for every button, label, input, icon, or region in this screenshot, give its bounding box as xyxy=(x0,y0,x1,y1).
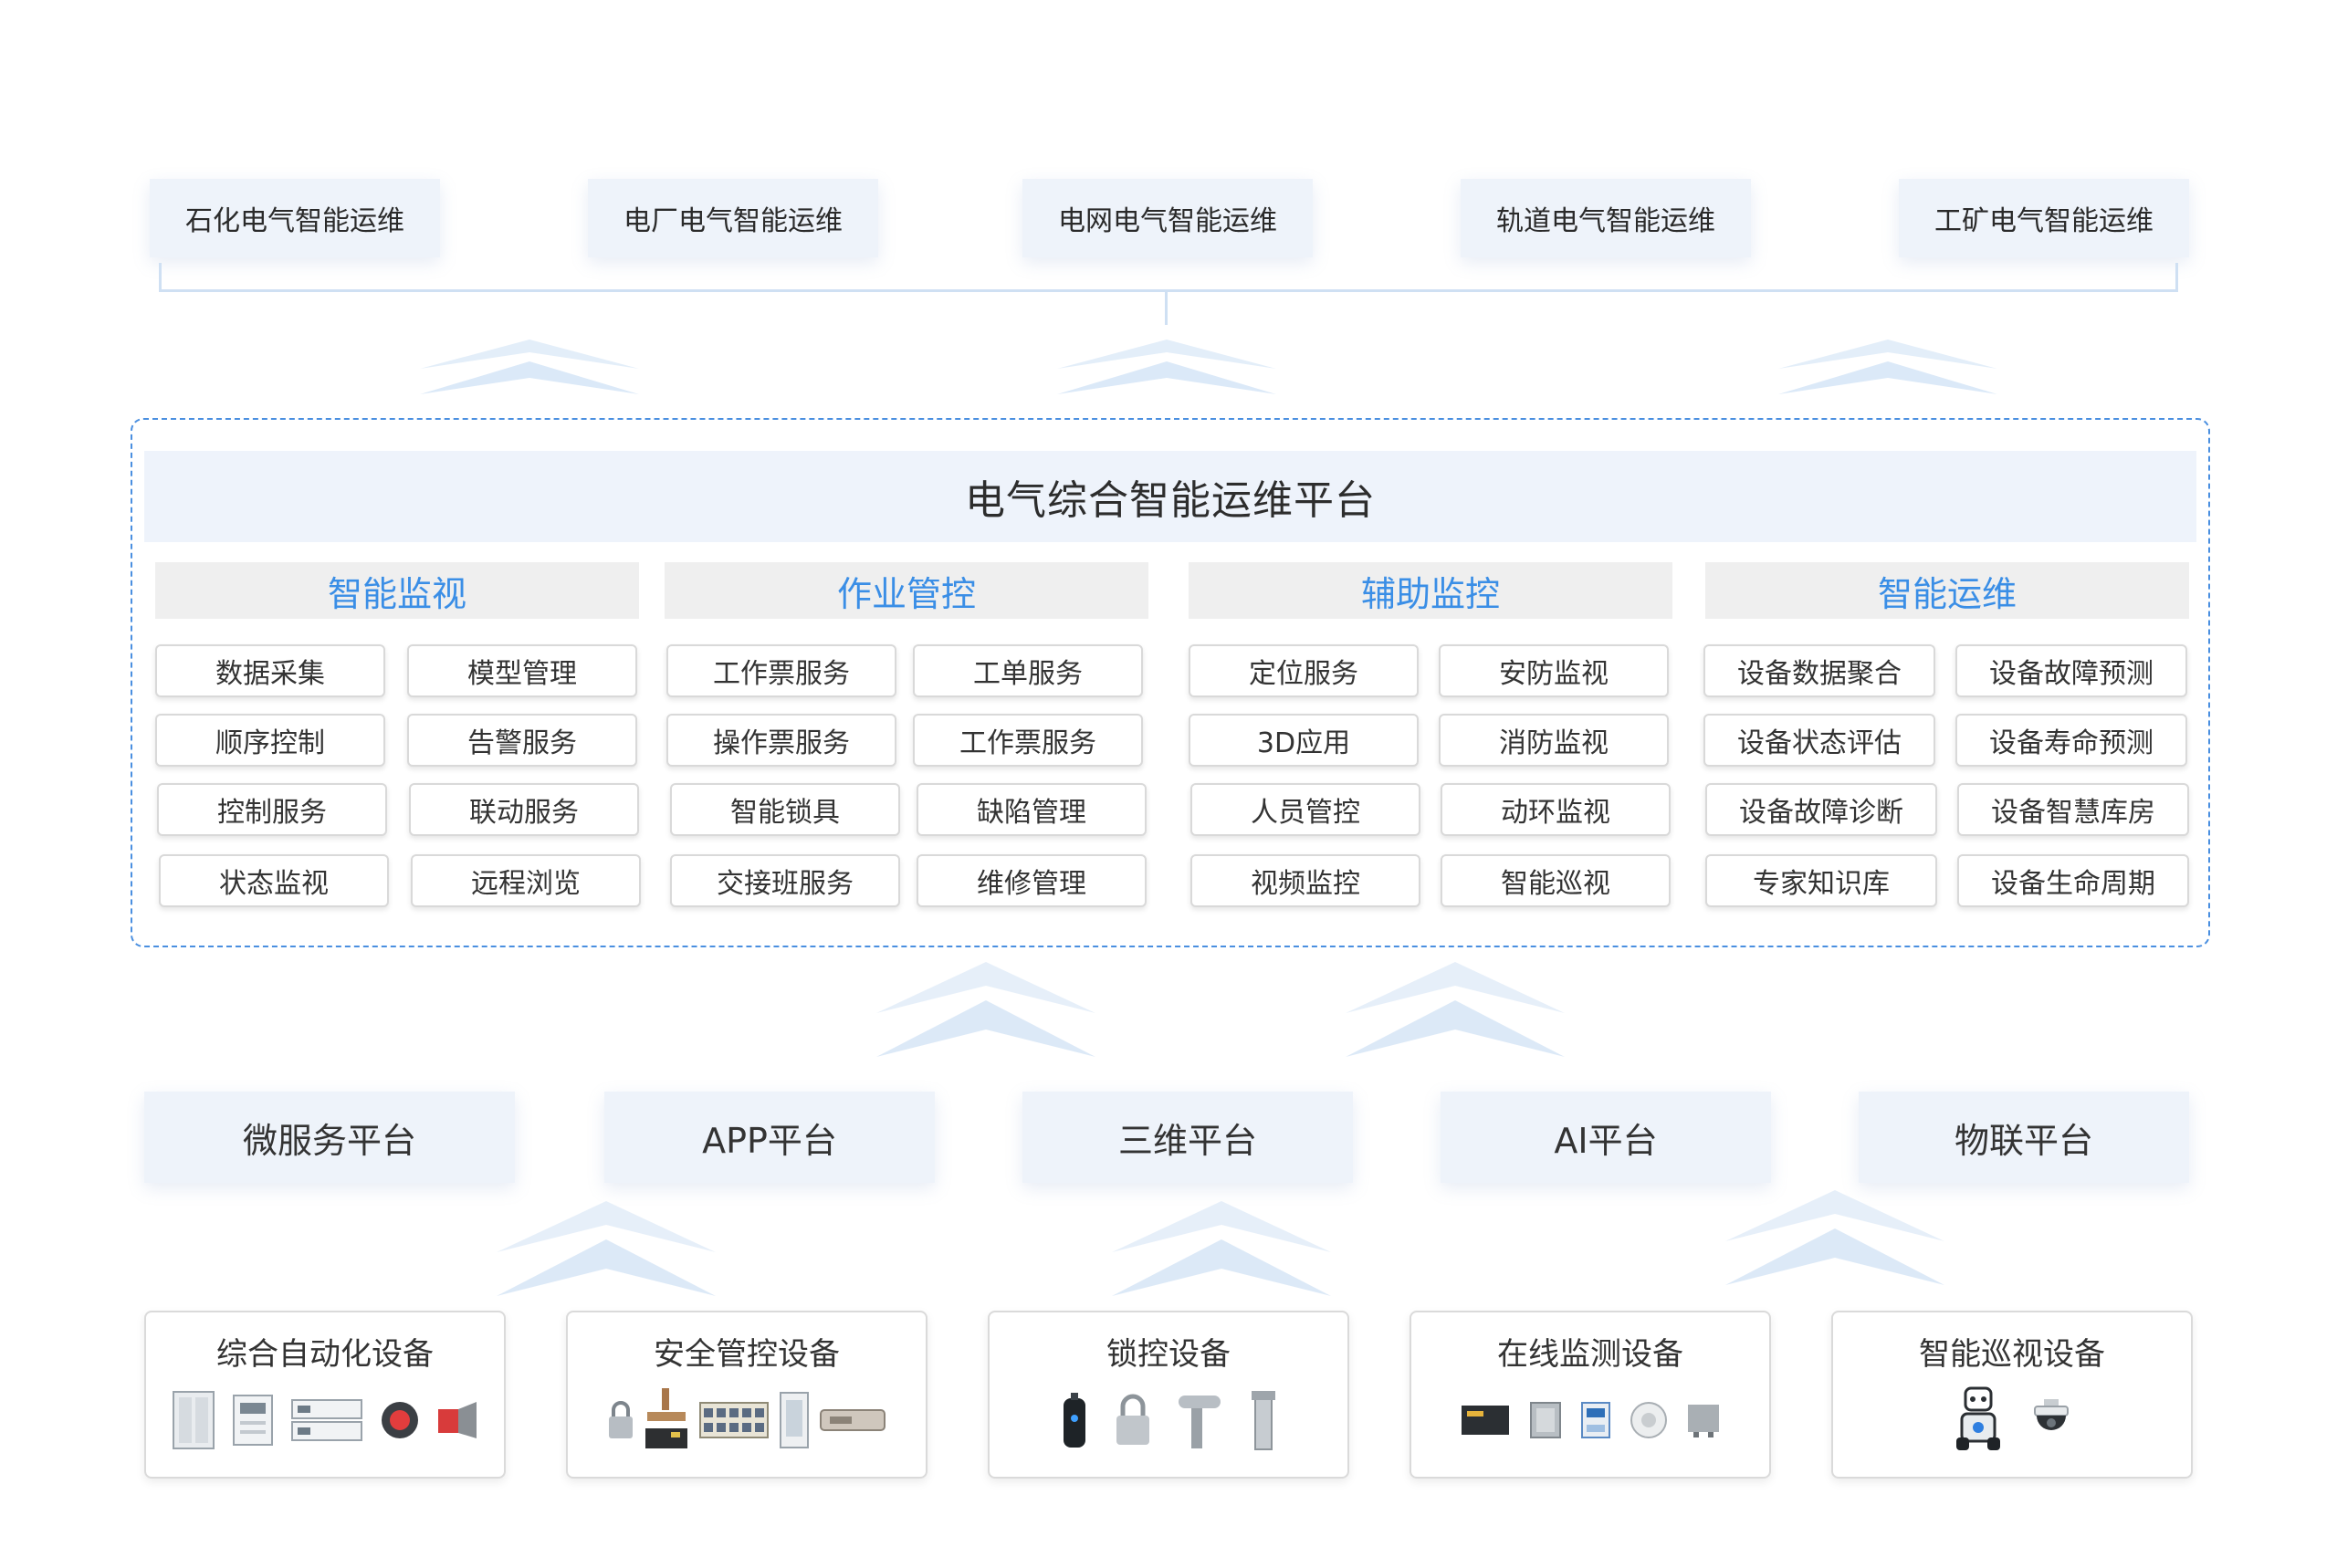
controller-icon xyxy=(820,1409,886,1431)
app-mining[interactable]: 工矿电气智能运维 xyxy=(1899,179,2189,257)
up-chevron-icon xyxy=(876,958,1095,1059)
service-cell[interactable]: 3D应用 xyxy=(1189,714,1419,767)
horn-icon xyxy=(438,1402,477,1438)
service-cell[interactable]: 设备数据聚合 xyxy=(1703,644,1935,697)
app-power-grid[interactable]: 电网电气智能运维 xyxy=(1022,179,1313,257)
up-chevron-icon xyxy=(1346,958,1565,1059)
service-cell[interactable]: 专家知识库 xyxy=(1705,854,1937,907)
service-cell[interactable]: 视频监控 xyxy=(1190,854,1420,907)
service-cell[interactable]: 联动服务 xyxy=(409,783,639,836)
service-cell[interactable]: 智能锁具 xyxy=(670,783,900,836)
service-cell[interactable]: 设备智慧库房 xyxy=(1957,783,2189,836)
service-cell[interactable]: 安防监视 xyxy=(1439,644,1669,697)
device-group-title: 安全管控设备 xyxy=(654,1336,840,1373)
device-group-title: 锁控设备 xyxy=(1106,1336,1231,1373)
service-cell[interactable]: 模型管理 xyxy=(407,644,637,697)
service-cell[interactable]: 消防监视 xyxy=(1439,714,1669,767)
post-lock-icon xyxy=(1252,1391,1275,1450)
app-label: 石化电气智能运维 xyxy=(185,205,404,237)
dome-camera-icon xyxy=(2034,1399,2069,1430)
app-label: 电网电气智能运维 xyxy=(1058,205,1277,237)
column-heading-operations[interactable]: 作业管控 xyxy=(665,562,1148,619)
service-cell[interactable]: 智能巡视 xyxy=(1441,854,1671,907)
padlock-icon xyxy=(609,1401,633,1438)
service-cell[interactable]: 数据采集 xyxy=(155,644,385,697)
device-group-title: 综合自动化设备 xyxy=(216,1336,434,1373)
service-cell[interactable]: 工单服务 xyxy=(913,644,1143,697)
device-group-online-monitoring[interactable]: 在线监测设备 xyxy=(1410,1311,1771,1479)
monitor-unit-icon xyxy=(1688,1405,1719,1437)
service-cell[interactable]: 定位服务 xyxy=(1189,644,1419,697)
up-chevron-icon xyxy=(1725,1186,1944,1287)
relay-panel-icon xyxy=(233,1395,273,1446)
cabinet-icon xyxy=(1530,1402,1561,1438)
padlock-icon xyxy=(1116,1394,1149,1445)
earth-clamp-icon xyxy=(645,1388,687,1448)
device-group-inspection[interactable]: 智能巡视设备 xyxy=(1831,1311,2193,1479)
column-heading-maintenance[interactable]: 智能运维 xyxy=(1705,562,2189,619)
device-group-automation[interactable]: 综合自动化设备 xyxy=(144,1311,506,1479)
platform-ai[interactable]: AI平台 xyxy=(1441,1092,1771,1183)
platform-microservice[interactable]: 微服务平台 xyxy=(144,1092,515,1183)
meter-icon xyxy=(1581,1402,1610,1438)
connector-bracket xyxy=(159,263,2178,292)
connector-stem xyxy=(1165,292,1168,325)
platform-title: 电气综合智能运维平台 xyxy=(144,451,2196,542)
device-group-title: 智能巡视设备 xyxy=(1919,1336,2105,1373)
service-cell[interactable]: 设备生命周期 xyxy=(1957,854,2189,907)
up-chevron-icon xyxy=(1057,332,1276,396)
up-chevron-icon xyxy=(497,1197,716,1298)
service-cell[interactable]: 状态监视 xyxy=(159,854,389,907)
service-cell[interactable]: 交接班服务 xyxy=(670,854,900,907)
service-cell[interactable]: 设备寿命预测 xyxy=(1955,714,2187,767)
service-cell[interactable]: 操作票服务 xyxy=(666,714,896,767)
device-group-title: 在线监测设备 xyxy=(1497,1336,1683,1373)
device-group-lock-control[interactable]: 锁控设备 xyxy=(988,1311,1349,1479)
up-chevron-icon xyxy=(420,332,639,396)
platform-3d[interactable]: 三维平台 xyxy=(1022,1092,1353,1183)
column-heading-auxiliary[interactable]: 辅助监控 xyxy=(1189,562,1672,619)
platform-iot[interactable]: 物联平台 xyxy=(1859,1092,2189,1183)
robot-icon xyxy=(1956,1386,2000,1450)
service-cell[interactable]: 控制服务 xyxy=(157,783,387,836)
service-cell[interactable]: 设备状态评估 xyxy=(1703,714,1935,767)
service-cell[interactable]: 设备故障诊断 xyxy=(1705,783,1937,836)
service-cell[interactable]: 动环监视 xyxy=(1441,783,1671,836)
up-chevron-icon xyxy=(1112,1197,1331,1298)
protection-device-icon xyxy=(291,1399,362,1441)
column-heading-monitoring[interactable]: 智能监视 xyxy=(155,562,639,619)
app-label: 工矿电气智能运维 xyxy=(1934,205,2154,237)
alarm-light-icon xyxy=(382,1402,418,1438)
app-power-plant[interactable]: 电厂电气智能运维 xyxy=(588,179,878,257)
sensor-box-icon xyxy=(1462,1406,1509,1435)
service-cell[interactable]: 设备故障预测 xyxy=(1955,644,2187,697)
handle-lock-icon xyxy=(1179,1396,1221,1448)
service-cell[interactable]: 远程浏览 xyxy=(411,854,641,907)
service-cell[interactable]: 维修管理 xyxy=(917,854,1147,907)
service-cell[interactable]: 工作票服务 xyxy=(913,714,1143,767)
service-cell[interactable]: 告警服务 xyxy=(407,714,637,767)
app-label: 电厂电气智能运维 xyxy=(624,205,843,237)
service-cell[interactable]: 顺序控制 xyxy=(155,714,385,767)
up-chevron-icon xyxy=(1778,332,1997,396)
service-cell[interactable]: 缺陷管理 xyxy=(917,783,1147,836)
device-group-safety[interactable]: 安全管控设备 xyxy=(566,1311,927,1479)
platform-app[interactable]: APP平台 xyxy=(604,1092,935,1183)
service-cell[interactable]: 人员管控 xyxy=(1190,783,1420,836)
app-petrochemical[interactable]: 石化电气智能运维 xyxy=(150,179,440,257)
service-cell[interactable]: 工作票服务 xyxy=(666,644,896,697)
smoke-detector-icon xyxy=(1630,1402,1667,1438)
locker-icon xyxy=(780,1392,809,1448)
app-label: 轨道电气智能运维 xyxy=(1496,205,1715,237)
app-rail-transit[interactable]: 轨道电气智能运维 xyxy=(1461,179,1751,257)
terminal-strip-icon xyxy=(699,1402,769,1438)
cabinet-icon xyxy=(173,1391,215,1449)
smart-key-icon xyxy=(1064,1393,1085,1448)
